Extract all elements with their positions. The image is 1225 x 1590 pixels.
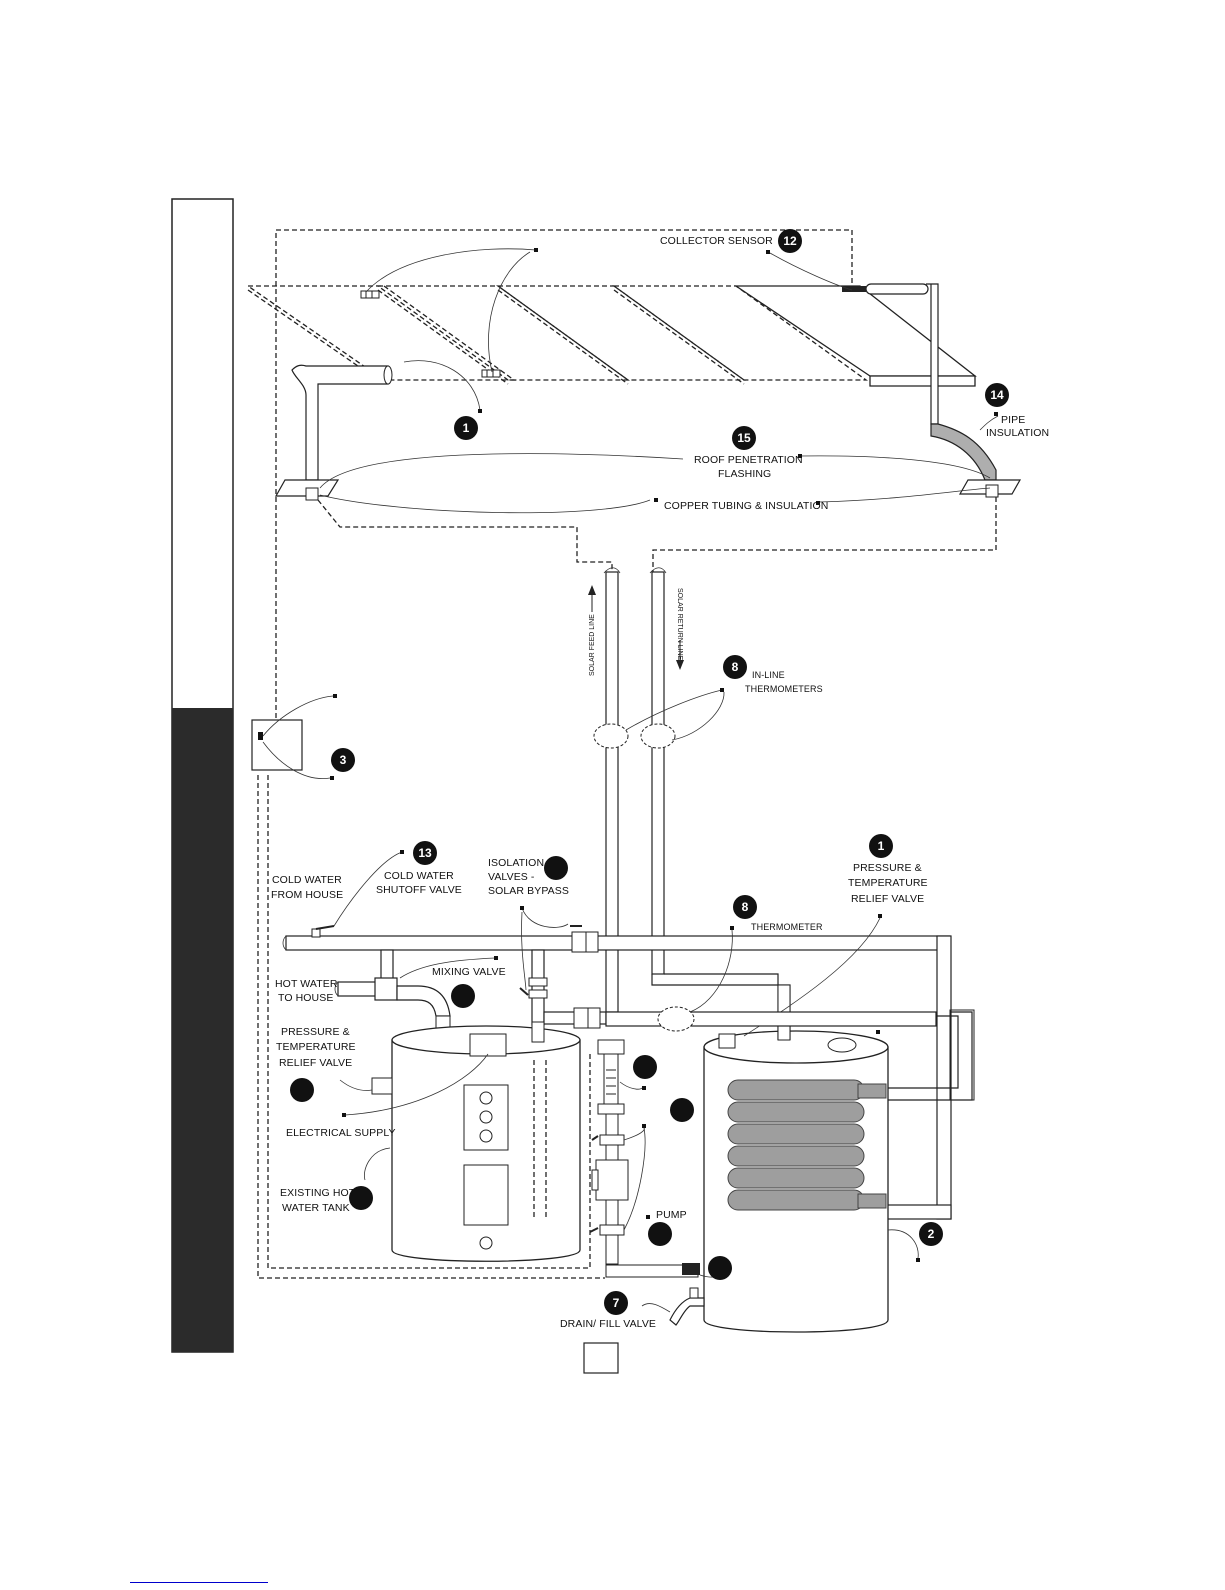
unlabeled-badges bbox=[290, 856, 732, 1280]
label-prt-right-1: PRESSURE & bbox=[853, 862, 922, 874]
label-inline-thermometers-1: IN-LINE bbox=[752, 670, 785, 680]
flow-meter-icon bbox=[603, 1053, 619, 1105]
label-prt-right-2: TEMPERATURE bbox=[848, 877, 928, 889]
label-roof-flashing-2: FLASHING bbox=[718, 468, 771, 480]
roof-flashing-right bbox=[958, 479, 1022, 498]
tank-drain-icon bbox=[479, 1236, 493, 1250]
badge-1-prt: 1 bbox=[878, 839, 885, 853]
label-hot-water-1: HOT WATER bbox=[275, 978, 338, 990]
label-cold-shutoff-1: COLD WATER bbox=[384, 870, 454, 882]
label-copper-tubing: COPPER TUBING & INSULATION bbox=[664, 500, 828, 512]
left-collector-pipe bbox=[291, 360, 482, 481]
label-cold-shutoff-2: SHUTOFF VALVE bbox=[376, 884, 462, 896]
inline-thermometer-return bbox=[640, 723, 676, 749]
badge-flow-meter bbox=[633, 1055, 657, 1079]
collector-sensor-icon bbox=[842, 286, 866, 292]
heat-exchanger-coil bbox=[727, 1079, 887, 1211]
cold-shutoff-valve-icon bbox=[311, 850, 404, 938]
solar-collector-panels bbox=[245, 248, 869, 385]
label-prt-left-2: TEMPERATURE bbox=[276, 1041, 356, 1053]
badge-15: 15 bbox=[737, 431, 751, 445]
label-pump: PUMP bbox=[656, 1209, 687, 1221]
badge-mixing-valve bbox=[451, 984, 475, 1008]
badge-isolation bbox=[544, 856, 568, 880]
label-prt-left-1: PRESSURE & bbox=[281, 1026, 350, 1038]
footer-link-underline bbox=[130, 1582, 268, 1583]
page-number-box bbox=[583, 1342, 619, 1374]
label-roof-flashing-1: ROOF PENETRATION bbox=[694, 454, 803, 466]
label-cold-water-house-2: FROM HOUSE bbox=[271, 889, 343, 901]
label-solar-feed-line: SOLAR FEED LINE bbox=[589, 614, 596, 676]
badge-2: 2 bbox=[928, 1227, 935, 1241]
numbered-badges: 12 14 1 15 8 3 13 1 8 2 7 bbox=[331, 229, 1009, 1315]
relief-valve-left-icon bbox=[371, 1077, 393, 1095]
solar-return-line bbox=[649, 567, 684, 975]
pump-icon bbox=[595, 1159, 629, 1201]
relief-valve-right-icon bbox=[718, 1033, 736, 1049]
roof-flashing-left bbox=[274, 479, 340, 501]
badge-pump bbox=[648, 1222, 672, 1246]
inline-thermometer-feed bbox=[593, 723, 629, 749]
label-existing-tank-1: EXISTING HOT bbox=[280, 1187, 356, 1199]
badge-3: 3 bbox=[340, 753, 347, 767]
label-prt-left-3: RELIEF VALVE bbox=[279, 1057, 352, 1069]
label-thermometer: THERMOMETER bbox=[751, 922, 823, 932]
controller-box bbox=[251, 694, 337, 780]
badge-7: 7 bbox=[613, 1296, 620, 1310]
label-isolation-3: SOLAR BYPASS bbox=[488, 885, 569, 897]
cold-water-pipe bbox=[282, 935, 952, 1220]
label-electrical-supply: ELECTRICAL SUPPLY bbox=[286, 1127, 396, 1139]
label-prt-right-3: RELIEF VALVE bbox=[851, 893, 924, 905]
badge-prt-left bbox=[290, 1078, 314, 1102]
label-isolation-2: VALVES - bbox=[488, 871, 535, 883]
isolation-valve-top-icon bbox=[520, 906, 599, 953]
solar-storage-tank bbox=[605, 914, 975, 1333]
badge-storage-tank bbox=[670, 1098, 694, 1122]
label-drain-fill: DRAIN/ FILL VALVE bbox=[560, 1318, 656, 1330]
badge-existing-tank bbox=[349, 1186, 373, 1210]
header-connector-top bbox=[360, 290, 380, 299]
thermometer-on-line bbox=[605, 926, 937, 1032]
side-tab bbox=[171, 198, 234, 1353]
pump-assembly bbox=[589, 1039, 729, 1278]
label-mixing-valve: MIXING VALVE bbox=[432, 966, 506, 978]
badge-8-inline: 8 bbox=[732, 660, 739, 674]
label-hot-water-2: TO HOUSE bbox=[278, 992, 333, 1004]
bypass-piping bbox=[519, 911, 607, 1029]
badge-1-collector: 1 bbox=[463, 421, 470, 435]
mixing-valve-icon bbox=[374, 977, 398, 1001]
badge-12: 12 bbox=[783, 234, 797, 248]
badge-14: 14 bbox=[990, 388, 1004, 402]
label-isolation-1: ISOLATION bbox=[488, 857, 544, 869]
drain-valve-icon bbox=[669, 1297, 705, 1326]
sensor-wiring bbox=[257, 229, 853, 1279]
label-solar-return-line: SOLAR RETURN LINE bbox=[676, 588, 683, 661]
existing-hot-water-tank bbox=[339, 1021, 581, 1262]
mixing-valve-piping bbox=[334, 949, 498, 1033]
side-tab-dark-section bbox=[172, 708, 233, 1352]
label-pipe-insulation-1: PIPE bbox=[1001, 414, 1025, 426]
labels: COLLECTOR SENSOR PIPE INSULATION ROOF PE… bbox=[271, 235, 1049, 1330]
label-existing-tank-2: WATER TANK bbox=[282, 1202, 350, 1214]
badge-13: 13 bbox=[418, 846, 432, 860]
label-cold-water-house-1: COLD WATER bbox=[272, 874, 342, 886]
label-inline-thermometers-2: THERMOMETERS bbox=[745, 684, 823, 694]
header-connector-bottom bbox=[481, 369, 501, 378]
badge-8-thermometer: 8 bbox=[742, 900, 749, 914]
badge-pump-outlet bbox=[708, 1256, 732, 1280]
label-collector-sensor: COLLECTOR SENSOR bbox=[660, 235, 773, 247]
label-pipe-insulation-2: INSULATION bbox=[986, 427, 1049, 439]
access-panel bbox=[463, 1164, 509, 1226]
